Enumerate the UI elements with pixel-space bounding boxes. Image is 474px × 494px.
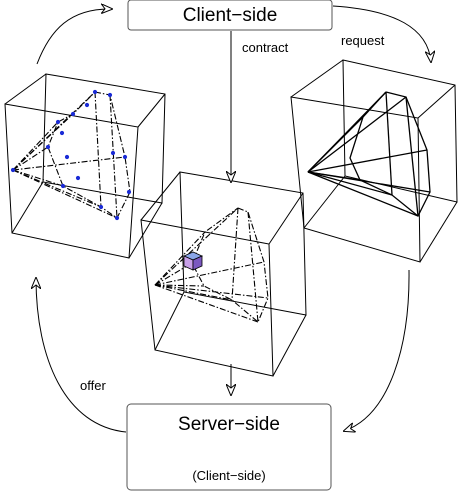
arrow-server-to-left [36, 278, 127, 433]
server-side-title: Server−side [178, 414, 280, 435]
data-point [92, 89, 98, 95]
right-cube [290, 59, 458, 263]
server-side-node: Server−side (Client−side) [126, 403, 332, 491]
server-side-subtitle: (Client−side) [192, 468, 265, 483]
edge-label-request: request [341, 33, 385, 48]
data-point [70, 111, 76, 117]
right-cone-wireframe [307, 91, 431, 218]
data-point [75, 175, 81, 181]
edge-label-offer: offer [80, 378, 106, 393]
data-point [84, 102, 90, 108]
left-cone-wireframe [12, 91, 131, 219]
data-point [98, 204, 104, 210]
left-cube [4, 73, 166, 259]
data-point [110, 150, 116, 156]
center-cube [140, 171, 307, 377]
arrow-client-to-right [332, 5, 431, 62]
edge-label-contract: contract [242, 40, 289, 55]
small-colored-cube [183, 251, 203, 271]
data-point [114, 215, 120, 221]
data-point [10, 167, 16, 173]
data-point [55, 119, 61, 125]
data-point [45, 144, 51, 150]
data-point [60, 183, 66, 189]
left-cube-points [10, 89, 132, 221]
client-side-node: Client−side [127, 0, 333, 31]
arrow-left-to-client [36, 9, 112, 65]
data-point [59, 130, 65, 136]
data-point [122, 154, 128, 160]
data-point [107, 92, 113, 98]
data-point [126, 189, 132, 195]
data-point [64, 154, 70, 160]
client-side-title: Client−side [183, 5, 278, 26]
arrow-right-to-server [344, 269, 410, 431]
